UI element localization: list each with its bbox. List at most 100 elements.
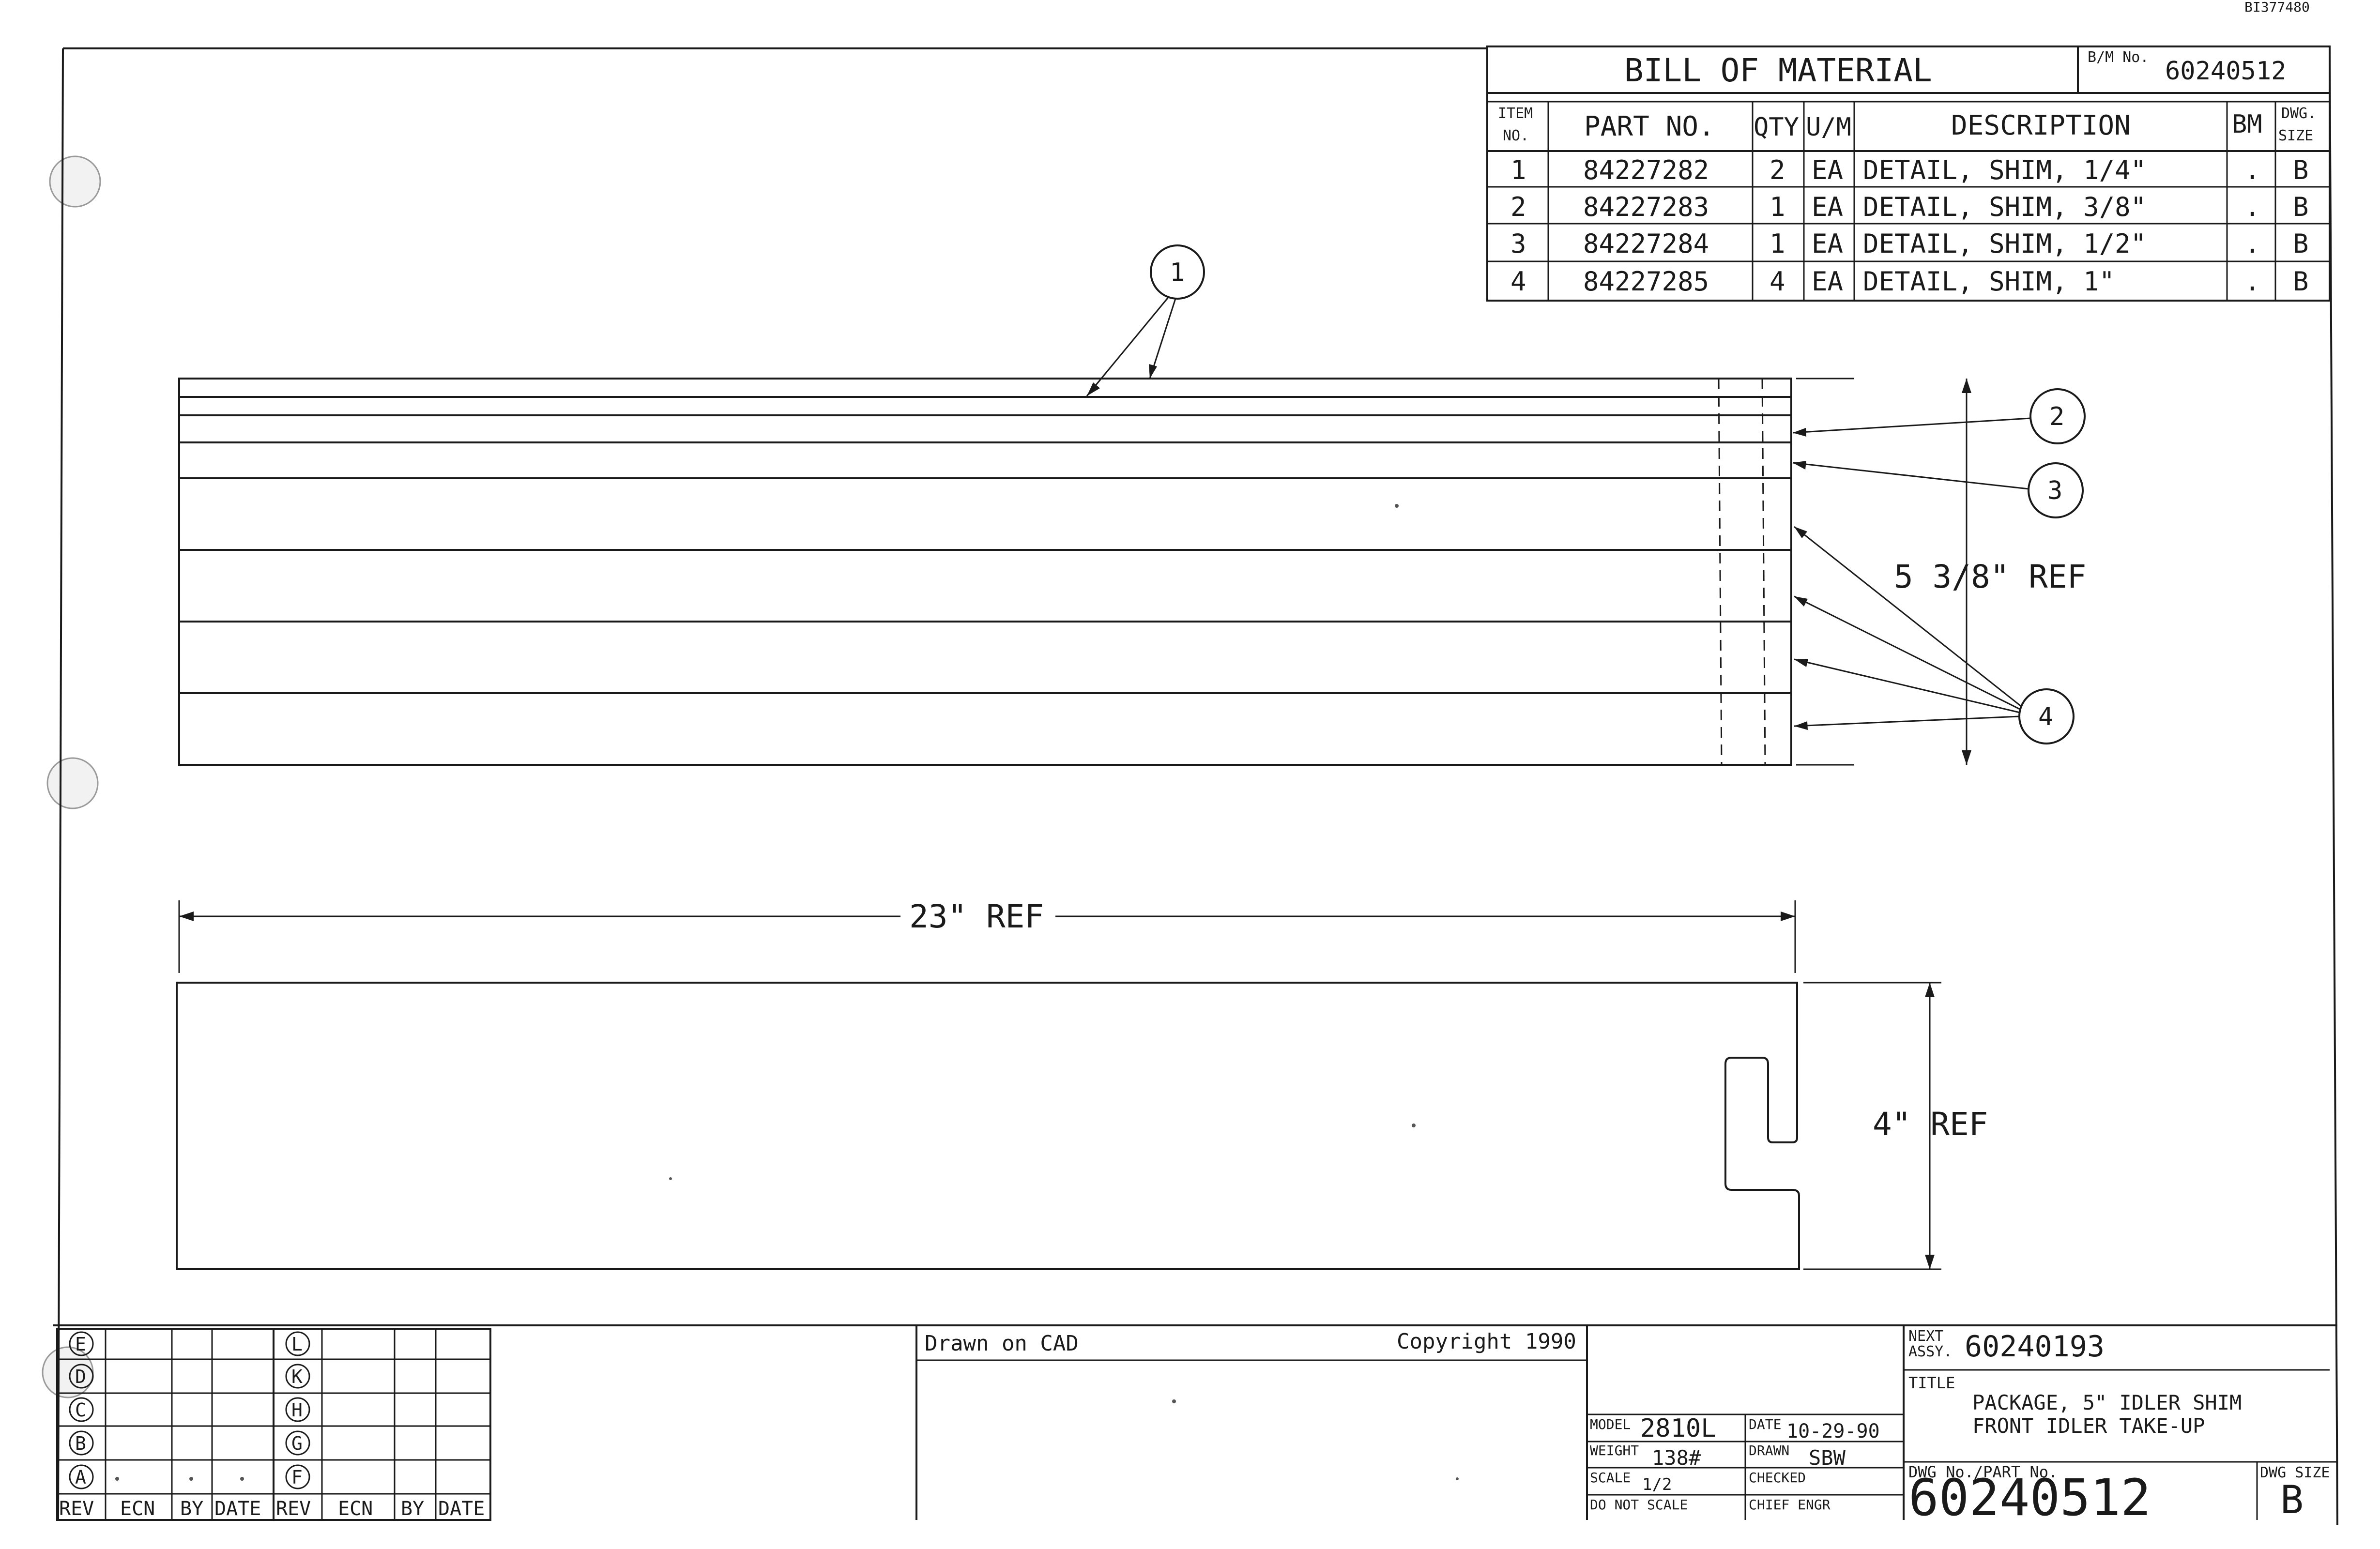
weight-value: 138# bbox=[1652, 1446, 1701, 1470]
bill-of-material-table: BILL OF MATERIAL B/M No. 60240512 ITEM N… bbox=[1486, 46, 2331, 302]
next-assy-label: NEXT bbox=[1908, 1328, 1943, 1345]
binder-holes bbox=[42, 155, 101, 1398]
next-assy-label: ASSY. bbox=[1908, 1343, 1952, 1360]
bom-row: 2 84227283 1 EA DETAIL, SHIM, 3/8" . B bbox=[1510, 192, 2309, 222]
header-bm: BM bbox=[2232, 110, 2262, 139]
revision-header: DATE bbox=[214, 1498, 261, 1520]
shim-plan-view bbox=[176, 982, 1800, 1270]
revision-letter: F bbox=[291, 1467, 303, 1488]
bom-description: DETAIL, SHIM, 1/2" bbox=[1863, 228, 2146, 259]
scale-value: 1/2 bbox=[1642, 1475, 1672, 1494]
balloon-label: 2 bbox=[2049, 402, 2064, 431]
revision-letter: D bbox=[75, 1366, 86, 1387]
height-dimension: 5 3/8" REF bbox=[1796, 378, 2086, 766]
next-assy-value: 60240193 bbox=[1965, 1330, 2105, 1364]
drawn-by-label: DRAWN bbox=[1749, 1443, 1789, 1458]
bom-qty: 2 bbox=[1770, 155, 1785, 185]
bom-dwg-size: B bbox=[2293, 228, 2309, 259]
bom-part-no: 84227284 bbox=[1583, 228, 1709, 259]
bom-title: BILL OF MATERIAL bbox=[1624, 52, 1932, 89]
revision-letter: C bbox=[75, 1399, 86, 1421]
bom-dwg-size: B bbox=[2293, 266, 2309, 297]
bom-row: 3 84227284 1 EA DETAIL, SHIM, 1/2" . B bbox=[1510, 228, 2309, 259]
length-dimension-label: 23" REF bbox=[909, 898, 1044, 935]
callout-balloon-4: 4 bbox=[1794, 526, 2075, 744]
bom-row: 4 84227285 4 EA DETAIL, SHIM, 1" . B bbox=[1510, 266, 2309, 297]
width-dimension: 4" REF bbox=[1803, 982, 1988, 1270]
bom-dwg-size: B bbox=[2293, 192, 2309, 222]
drawn-by-value: SBW bbox=[1809, 1446, 1846, 1470]
copyright-note: Copyright 1990 bbox=[1397, 1329, 1576, 1354]
checked-by-label: CHECKED bbox=[1749, 1470, 1806, 1486]
balloon-label: 1 bbox=[1170, 258, 1185, 287]
revision-letter: A bbox=[75, 1467, 86, 1488]
bom-um: EA bbox=[1812, 228, 1843, 259]
drawn-on-cad-note: Drawn on CAD bbox=[925, 1331, 1079, 1356]
revision-header: REV bbox=[59, 1498, 94, 1520]
bm-no-label: B/M No. bbox=[2088, 49, 2149, 66]
length-dimension: 23" REF bbox=[178, 898, 1796, 973]
bom-item-no: 3 bbox=[1510, 228, 1526, 259]
bm-no-value: 60240512 bbox=[2165, 57, 2286, 86]
revision-letter: E bbox=[75, 1334, 86, 1355]
bom-qty: 1 bbox=[1770, 192, 1785, 222]
bom-part-no: 84227285 bbox=[1583, 266, 1709, 297]
header-dwg-size-line1: DWG. bbox=[2281, 105, 2316, 122]
bom-qty: 1 bbox=[1770, 228, 1785, 259]
balloon-label: 3 bbox=[2047, 476, 2062, 505]
model-value: 2810L bbox=[1640, 1414, 1716, 1443]
bom-part-no: 84227283 bbox=[1583, 192, 1709, 222]
bom-um: EA bbox=[1812, 266, 1843, 297]
width-dimension-label: 4" REF bbox=[1873, 1106, 1988, 1143]
weight-label: WEIGHT bbox=[1590, 1443, 1639, 1458]
drawing-title-line2: FRONT IDLER TAKE-UP bbox=[1972, 1414, 2205, 1438]
document-id: BI377480 bbox=[2244, 0, 2310, 15]
scale-label: SCALE bbox=[1590, 1470, 1631, 1486]
binder-hole-middle bbox=[46, 757, 99, 809]
title-block: Drawn on CAD Copyright 1990 MODEL 2810L … bbox=[915, 1325, 2337, 1527]
header-part-no: PART NO. bbox=[1584, 111, 1715, 142]
bom-um: EA bbox=[1812, 155, 1843, 185]
bom-qty: 4 bbox=[1770, 266, 1785, 297]
scan-specks bbox=[669, 504, 1459, 1480]
drawing-title-line1: PACKAGE, 5" IDLER SHIM bbox=[1972, 1391, 2242, 1414]
drawing-border bbox=[53, 47, 2338, 1525]
date-label: DATE bbox=[1749, 1416, 1781, 1432]
revision-header: ECN bbox=[120, 1498, 155, 1520]
balloon-label: 4 bbox=[2038, 702, 2053, 731]
do-not-scale-note: DO NOT SCALE bbox=[1590, 1497, 1688, 1513]
revision-letter: B bbox=[75, 1433, 86, 1454]
revision-letter: H bbox=[291, 1399, 303, 1421]
header-dwg-size-line2: SIZE bbox=[2278, 127, 2313, 144]
revision-letter: G bbox=[291, 1433, 303, 1454]
revision-header: BY bbox=[401, 1498, 424, 1520]
header-item-line1: ITEM bbox=[1498, 105, 1533, 122]
revision-header: ECN bbox=[338, 1498, 373, 1520]
dwg-size-label: DWG SIZE bbox=[2260, 1464, 2330, 1481]
revision-header: REV bbox=[276, 1498, 311, 1520]
bom-item-no: 2 bbox=[1510, 192, 1526, 222]
callout-balloon-3: 3 bbox=[1792, 461, 2084, 518]
header-qty: QTY bbox=[1754, 113, 1799, 142]
binder-hole-top bbox=[49, 155, 101, 208]
shim-stack-side-view bbox=[178, 378, 1792, 766]
dwg-size-value: B bbox=[2280, 1477, 2304, 1522]
dwg-no-label: DWG No./PART No. bbox=[1908, 1463, 2058, 1481]
header-item-line2: NO. bbox=[1503, 127, 1529, 144]
callout-balloon-2: 2 bbox=[1792, 388, 2086, 444]
bom-description: DETAIL, SHIM, 1" bbox=[1863, 266, 2115, 297]
chief-engineer-label: CHIEF ENGR bbox=[1749, 1497, 1831, 1513]
header-description: DESCRIPTION bbox=[1951, 110, 2131, 141]
bom-bm: . bbox=[2244, 192, 2260, 222]
bom-item-no: 4 bbox=[1510, 266, 1526, 297]
revision-block: E D C B A L K H G F REV ECN BY DATE REV … bbox=[56, 1328, 491, 1521]
bom-part-no: 84227282 bbox=[1583, 155, 1709, 185]
bom-description: DETAIL, SHIM, 3/8" bbox=[1863, 192, 2146, 222]
dwg-no-value: 60240512 bbox=[1908, 1468, 2151, 1527]
revision-header: DATE bbox=[438, 1498, 485, 1520]
bom-bm: . bbox=[2244, 228, 2260, 259]
bom-bm: . bbox=[2244, 155, 2260, 185]
revision-letter: L bbox=[291, 1334, 303, 1355]
callout-balloon-1: 1 bbox=[1086, 244, 1205, 396]
